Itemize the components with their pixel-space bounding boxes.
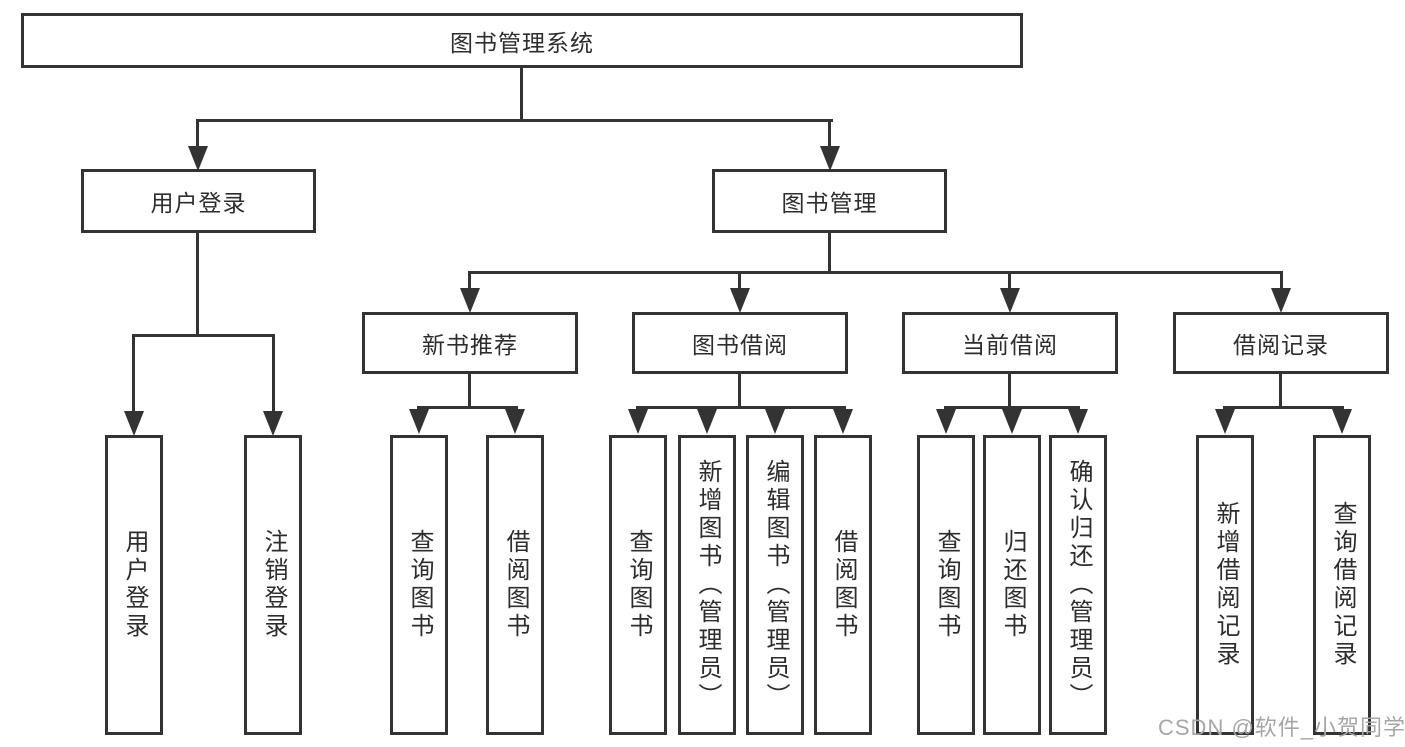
leaf-confirm-return-admin: 确认归还（管理员）	[1049, 435, 1107, 735]
connector-line	[1008, 271, 1011, 290]
connector-line	[1008, 374, 1011, 408]
leaf-user-login-label: 用户登录	[121, 529, 148, 641]
connector-line	[417, 406, 518, 409]
connector-line	[738, 374, 741, 408]
leaf-confirm-return-admin-label: 确认归还（管理员）	[1065, 459, 1092, 711]
arrowhead-down	[505, 409, 525, 434]
connector-line	[196, 119, 833, 122]
arrowhead-down	[936, 409, 956, 434]
leaf-borrow-books-1-label: 借阅图书	[502, 529, 529, 641]
arrowhead-down	[188, 146, 208, 171]
arrowhead-down	[1002, 409, 1022, 434]
connector-line	[468, 271, 471, 290]
leaf-query-books-1: 查询图书	[390, 435, 448, 735]
node-book-management: 图书管理	[712, 169, 947, 233]
connector-line	[944, 406, 1080, 409]
arrowhead-down	[1271, 288, 1291, 313]
leaf-query-borrow-record: 查询借阅记录	[1313, 435, 1371, 735]
leaf-return-books-label: 归还图书	[999, 529, 1026, 641]
leaf-edit-books-admin-label: 编辑图书（管理员）	[762, 459, 789, 711]
node-library-system-label: 图书管理系统	[450, 29, 594, 56]
connector-line	[272, 334, 275, 413]
arrowhead-down	[1000, 288, 1020, 313]
leaf-query-books-1-label: 查询图书	[406, 529, 433, 641]
connector-line	[468, 271, 1283, 274]
leaf-edit-books-admin: 编辑图书（管理员）	[746, 435, 804, 735]
csdn-watermark: CSDN @软件_小贺同学	[1158, 715, 1405, 740]
arrowhead-down	[628, 409, 648, 434]
arrowhead-down	[1332, 409, 1352, 434]
connector-line	[636, 406, 846, 409]
leaf-add-borrow-record-label: 新增借阅记录	[1212, 501, 1239, 669]
arrowhead-down	[730, 288, 750, 313]
connector-line	[468, 374, 471, 408]
leaf-user-login: 用户登录	[105, 435, 163, 735]
node-borrowing-records-label: 借阅记录	[1233, 332, 1329, 358]
leaf-borrow-books-2: 借阅图书	[814, 435, 872, 735]
arrowhead-down	[409, 409, 429, 434]
arrowhead-down	[124, 411, 144, 436]
connector-line	[1280, 271, 1283, 290]
leaf-borrow-books-2-label: 借阅图书	[830, 529, 857, 641]
leaf-borrow-books-1: 借阅图书	[486, 435, 544, 735]
arrowhead-down	[697, 409, 717, 434]
leaf-query-books-2: 查询图书	[609, 435, 667, 735]
leaf-add-borrow-record: 新增借阅记录	[1196, 435, 1254, 735]
arrowhead-down	[1215, 409, 1235, 434]
leaf-return-books: 归还图书	[983, 435, 1041, 735]
node-book-management-label: 图书管理	[781, 190, 878, 216]
leaf-add-books-admin-label: 新增图书（管理员）	[694, 459, 721, 711]
connector-line	[1223, 406, 1344, 409]
connector-line	[828, 119, 831, 149]
node-user-login: 用户登录	[81, 169, 316, 233]
node-book-borrowing-label: 图书借阅	[692, 332, 788, 358]
leaf-query-books-3: 查询图书	[917, 435, 975, 735]
arrowhead-down	[460, 288, 480, 313]
connector-line	[196, 119, 199, 149]
leaf-query-borrow-record-label: 查询借阅记录	[1329, 501, 1356, 669]
node-user-login-label: 用户登录	[150, 190, 247, 216]
arrowhead-down	[820, 146, 840, 171]
connector-line	[738, 271, 741, 290]
connector-line	[196, 233, 199, 336]
connector-line	[520, 68, 523, 120]
connector-line	[1279, 374, 1282, 408]
node-current-borrowing-label: 当前借阅	[962, 332, 1058, 358]
node-new-book-recommend: 新书推荐	[362, 312, 578, 374]
node-borrowing-records: 借阅记录	[1173, 312, 1389, 374]
arrowhead-down	[1068, 409, 1088, 434]
arrowhead-down	[263, 411, 283, 436]
node-book-borrowing: 图书借阅	[632, 312, 848, 374]
leaf-logout: 注销登录	[244, 435, 302, 735]
connector-line	[132, 334, 135, 413]
node-current-borrowing: 当前借阅	[902, 312, 1118, 374]
node-new-book-recommend-label: 新书推荐	[422, 332, 518, 358]
leaf-query-books-2-label: 查询图书	[625, 529, 652, 641]
leaf-logout-label: 注销登录	[260, 529, 287, 641]
arrowhead-down	[765, 409, 785, 434]
leaf-add-books-admin: 新增图书（管理员）	[678, 435, 736, 735]
node-library-system: 图书管理系统	[21, 13, 1023, 68]
arrowhead-down	[833, 409, 853, 434]
connector-line	[828, 233, 831, 273]
leaf-query-books-3-label: 查询图书	[933, 529, 960, 641]
connector-line	[132, 334, 275, 337]
